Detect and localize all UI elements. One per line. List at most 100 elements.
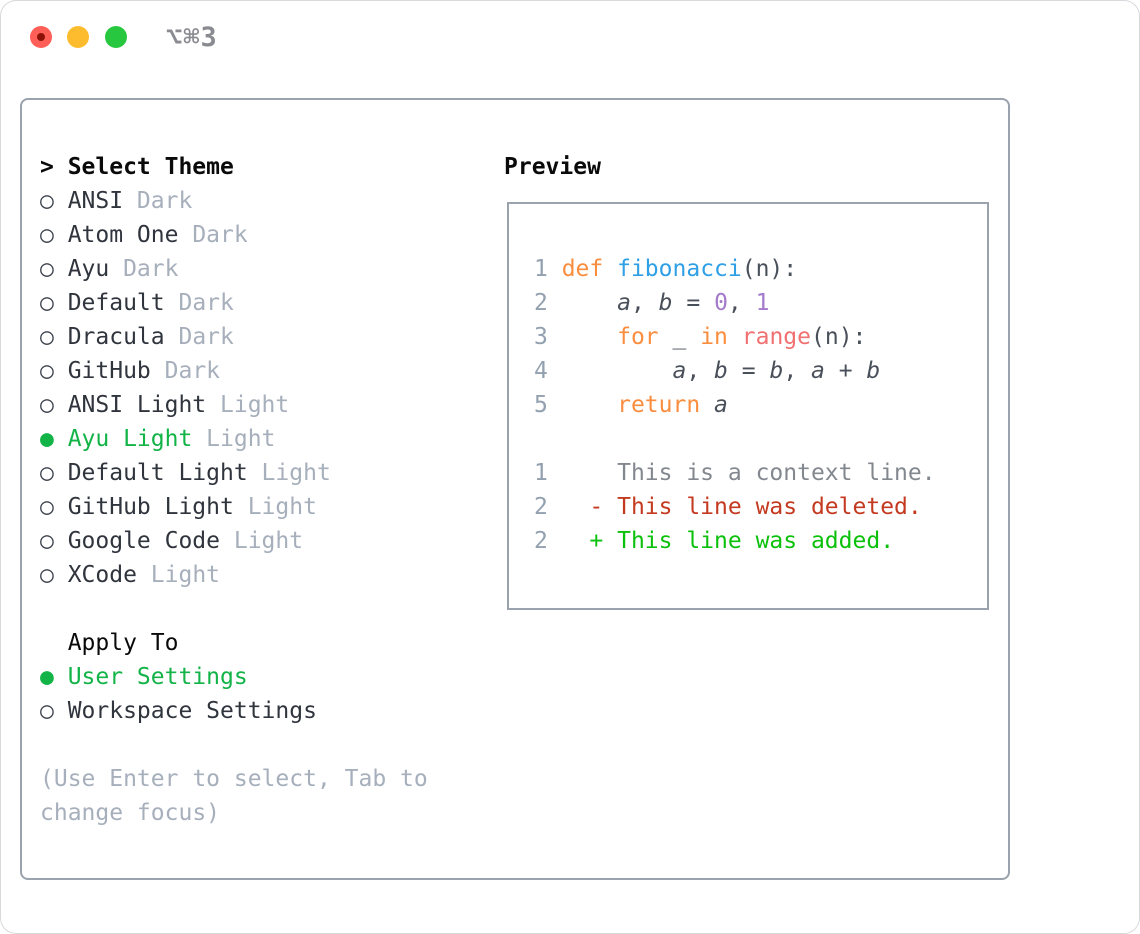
apply-to-options-list: ● User Settings ○Workspace Settings <box>40 660 500 728</box>
code-token-var: a <box>811 358 825 384</box>
theme-variant-tag: Light <box>233 494 317 520</box>
theme-variant-tag: Light <box>247 460 331 486</box>
code-token-var: b <box>714 358 728 384</box>
theme-option-label: GitHub <box>67 358 151 384</box>
spacer <box>40 592 500 626</box>
theme-option[interactable]: ○Default Dark <box>40 286 500 320</box>
code-token-pl <box>603 256 617 282</box>
select-theme-header-label: Select Theme <box>67 154 234 180</box>
preview-header: Preview <box>504 154 601 180</box>
theme-variant-tag: Dark <box>109 256 179 282</box>
theme-options-list: ○ANSI Dark○Atom One Dark○Ayu Dark○Defaul… <box>40 184 500 592</box>
close-button[interactable] <box>30 26 52 48</box>
code-token-pl: _ <box>658 324 701 350</box>
theme-option[interactable]: ○XCode Light <box>40 558 500 592</box>
close-dot-icon <box>37 33 45 41</box>
code-token-kw: return <box>617 392 701 418</box>
code-token-pl: , <box>630 290 659 316</box>
theme-selector-column: >Select Theme ○ANSI Dark○Atom One Dark○A… <box>40 150 500 830</box>
code-token-num: 5 <box>534 392 562 418</box>
theme-option-label: Atom One <box>67 222 179 248</box>
radio-icon: ○ <box>40 188 54 214</box>
radio-icon: ○ <box>40 324 54 350</box>
select-theme-header: > Select Theme <box>40 150 500 184</box>
theme-option-label: Ayu Light <box>67 426 193 452</box>
code-line: 5 return a <box>534 388 936 422</box>
code-line: 4 a, b = b, a + b <box>534 354 936 388</box>
radio-icon: ○ <box>40 392 54 418</box>
theme-picker-panel: >Select Theme ○ANSI Dark○Atom One Dark○A… <box>20 98 1010 880</box>
code-token-pl: , <box>783 358 812 384</box>
theme-option[interactable]: ○ Dracula Dark <box>40 320 500 354</box>
radio-selected-icon: ● <box>40 426 54 452</box>
code-token-pl <box>562 324 617 350</box>
window-titlebar: ⌥⌘3 <box>0 0 1140 75</box>
radio-icon: ○ <box>40 358 54 384</box>
radio-icon: ○ <box>40 290 54 316</box>
theme-option[interactable]: ○GitHub Dark <box>40 354 500 388</box>
code-token-num: 2 <box>534 528 562 554</box>
theme-option[interactable]: ○Default Light Light <box>40 456 500 490</box>
code-token-pl: , <box>727 290 756 316</box>
code-token-kw: def <box>561 256 604 282</box>
code-token-sp2: range <box>741 324 811 350</box>
zoom-button[interactable] <box>105 26 127 48</box>
minimize-button[interactable] <box>67 26 89 48</box>
code-token-var: b <box>769 358 784 384</box>
window-title: ⌥⌘3 <box>166 22 218 53</box>
code-token-pl: , <box>686 358 715 384</box>
code-token-pl <box>562 528 590 554</box>
code-token-pl: = <box>727 358 770 384</box>
radio-icon: ○ <box>40 222 54 248</box>
apply-to-header: Apply To <box>67 630 179 656</box>
theme-variant-tag: Dark <box>178 222 248 248</box>
theme-option-label: Default <box>67 290 165 316</box>
apply-to-option-label: User Settings <box>67 664 248 690</box>
code-token-pl <box>728 324 742 350</box>
radio-icon: ○ <box>40 698 54 724</box>
theme-option[interactable]: ○Ayu Dark <box>40 252 500 286</box>
radio-icon: ○ <box>40 494 54 520</box>
code-token-pl: (n): <box>811 324 867 350</box>
code-token-lit: 0 <box>714 290 728 316</box>
focus-caret-icon: > <box>40 154 54 180</box>
theme-option-label: ANSI <box>67 188 124 214</box>
code-token-add: + This line was added. <box>589 528 895 554</box>
code-token-pl: + <box>824 358 867 384</box>
code-token-pl <box>562 290 617 316</box>
theme-variant-tag: Light <box>136 562 221 588</box>
theme-variant-tag: Light <box>192 426 276 452</box>
theme-variant-tag: Light <box>220 528 304 554</box>
code-token-num: 2 <box>534 494 562 520</box>
apply-to-option[interactable]: ○Workspace Settings <box>40 694 500 728</box>
code-line <box>534 422 936 456</box>
theme-option-label: ANSI Light <box>67 392 207 418</box>
code-line: 2 a, b = 0, 1 <box>534 286 936 320</box>
code-token-del: - This line was deleted. <box>589 494 922 520</box>
code-token-fn: fibonacci <box>617 256 742 282</box>
theme-option-label: Dracula <box>67 324 165 350</box>
apply-to-option[interactable]: ● User Settings <box>40 660 500 694</box>
code-token-pl <box>562 358 673 384</box>
code-token-pl: (n): <box>741 256 798 282</box>
theme-option[interactable]: ○ANSI Dark <box>40 184 500 218</box>
code-line: 2 - This line was deleted. <box>534 490 936 524</box>
theme-option[interactable]: ● Ayu Light Light <box>40 422 500 456</box>
code-token-var: a <box>714 392 728 418</box>
theme-option[interactable]: ○ Atom One Dark <box>40 218 500 252</box>
radio-selected-icon: ● <box>40 664 54 690</box>
theme-variant-tag: Dark <box>164 324 234 350</box>
theme-option[interactable]: ○ANSI Light Light <box>40 388 500 422</box>
theme-option[interactable]: ○ GitHub Light Light <box>40 490 500 524</box>
code-token-lit: 1 <box>755 290 770 316</box>
code-token-kw: in <box>700 324 728 350</box>
code-token-ctx: This is a context line. <box>561 460 936 486</box>
code-token-var: b <box>658 290 673 316</box>
theme-option-label: Default Light <box>67 460 248 486</box>
theme-option-label: GitHub Light <box>67 494 234 520</box>
code-line: 1 This is a context line. <box>534 456 936 490</box>
theme-option[interactable]: ○Google Code Light <box>40 524 500 558</box>
